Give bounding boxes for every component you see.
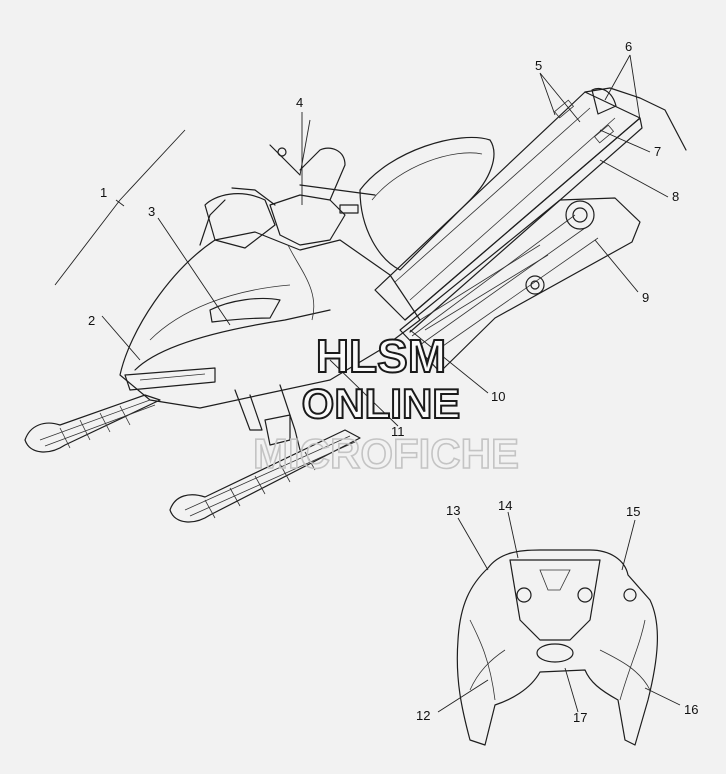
watermark: HLSM ONLINE MICROFICHE: [252, 329, 520, 478]
watermark-line-microfiche: MICROFICHE: [253, 430, 519, 477]
callout-1: 1: [100, 185, 107, 200]
snowmobile-drawing: [24, 87, 687, 523]
callout-2: 2: [88, 313, 95, 328]
callout-13: 13: [446, 503, 460, 518]
callout-6: 6: [625, 39, 632, 54]
callout-12: 12: [416, 708, 430, 723]
callout-5: 5: [535, 58, 542, 73]
callout-7: 7: [654, 144, 661, 159]
callout-labels: 1 2 3 4 5 6 7 8 9 10 11 12 13 14 15 16 1…: [88, 39, 698, 725]
leader-lines: [54, 54, 681, 713]
callout-11: 11: [391, 424, 405, 439]
callout-4: 4: [296, 95, 303, 110]
callout-9: 9: [642, 290, 649, 305]
callout-10: 10: [491, 389, 505, 404]
callout-8: 8: [672, 189, 679, 204]
callout-17: 17: [573, 710, 587, 725]
hood-detail-drawing: [456, 549, 658, 746]
callout-16: 16: [684, 702, 698, 717]
callout-3: 3: [148, 204, 155, 219]
callout-15: 15: [626, 504, 640, 519]
watermark-line-hlsm: HLSM: [316, 330, 446, 382]
callout-14: 14: [498, 498, 512, 513]
watermark-line-online: ONLINE: [302, 380, 461, 427]
